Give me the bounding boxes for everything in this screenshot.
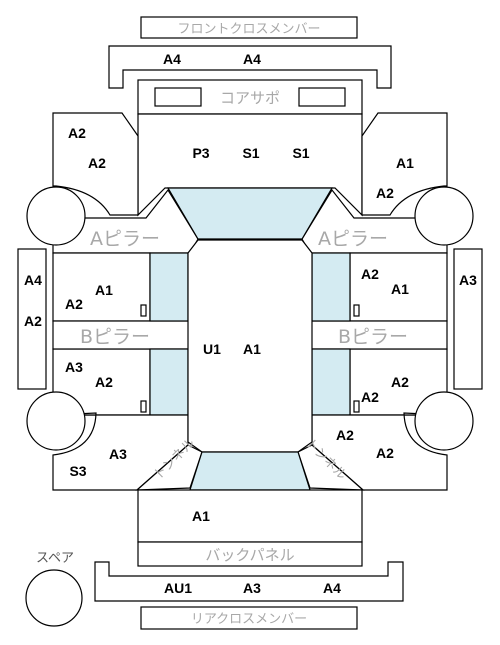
rear-left-wheel[interactable] [26,391,86,451]
b-pillar-left[interactable] [52,320,190,350]
rear-cross-member-label: リアクロスメンバー [191,612,307,627]
left-sill-code-2: A2 [24,313,42,329]
rear-left-code-1: A3 [109,446,127,462]
left-front-window[interactable] [149,252,189,322]
left-front-handle [140,304,147,317]
front-cross-member-label: フロントクロスメンバー [177,22,320,37]
left-rear-code-1: A3 [65,359,83,375]
right-mid-code-1: A2 [361,266,379,282]
floor-code-1: U1 [203,341,221,357]
front-right-code-1: A1 [396,155,414,171]
rear-window[interactable] [189,451,311,491]
rear-cross-code-1: AU1 [164,580,192,596]
front-cross-code-2: A4 [243,51,261,67]
rear-cross-code-2: A3 [243,580,261,596]
front-cross-code-1: A4 [163,51,181,67]
spare-label: スペア [36,551,74,566]
left-mid-code-1: A1 [95,282,113,298]
rear-right-code-2: A2 [376,445,394,461]
right-front-door[interactable] [349,252,448,322]
core-support[interactable]: コアサポ [137,79,363,115]
right-rear-code-1: A2 [391,374,409,390]
right-rear-code-2: A2 [361,389,379,405]
right-front-handle [353,304,360,317]
left-rear-code-2: A2 [95,374,113,390]
left-mid-code-2: A2 [65,296,83,312]
front-left-code-2: A2 [88,155,106,171]
front-left-fender[interactable] [52,112,139,216]
left-rear-window[interactable] [149,348,189,416]
right-rear-handle [353,400,360,413]
left-sill-code-1: A4 [24,272,42,288]
spare-tire[interactable] [25,569,83,627]
front-right-fender[interactable] [361,112,448,216]
rear-left-code-2: S3 [69,463,86,479]
front-cross-member[interactable]: フロントクロスメンバー A4 A4 [108,16,392,89]
left-front-door[interactable] [52,252,151,322]
a-pillar-left-label: Aピラー [90,228,160,250]
rear-cross-code-3: A4 [323,580,341,596]
left-side-sill[interactable] [17,248,47,390]
trunk-floor[interactable] [137,489,363,543]
left-rear-handle [140,400,147,413]
right-side-sill[interactable] [453,248,483,390]
rear-right-wheel[interactable] [414,391,474,451]
tunnel-right[interactable] [297,444,365,491]
right-front-window[interactable] [311,252,351,322]
right-rear-window[interactable] [311,348,351,416]
core-code-1: P3 [192,145,209,161]
core-support-label: コアサポ [220,89,280,107]
rear-cross-member[interactable]: AU1 A3 A4 リアクロスメンバー [94,561,404,630]
floor-code-2: A1 [243,341,261,357]
back-panel[interactable] [137,541,363,567]
right-mid-code-2: A1 [391,281,409,297]
windshield[interactable] [166,187,334,240]
trunk-code: A1 [192,508,210,524]
tunnel-left[interactable] [135,444,203,491]
a-pillar-right-label: Aピラー [318,228,388,250]
front-right-code-2: A2 [376,185,394,201]
rear-right-code-1: A2 [336,427,354,443]
b-pillar-left-label: Bピラー [80,326,150,348]
b-pillar-right-label: Bピラー [338,326,408,348]
back-panel-label: バックパネル [205,546,294,564]
right-sill-code: A3 [459,272,477,288]
front-left-code-1: A2 [68,125,86,141]
core-code-2: S1 [242,145,259,161]
front-left-wheel[interactable] [26,186,86,246]
core-code-3: S1 [292,145,309,161]
front-right-wheel[interactable] [414,186,474,246]
